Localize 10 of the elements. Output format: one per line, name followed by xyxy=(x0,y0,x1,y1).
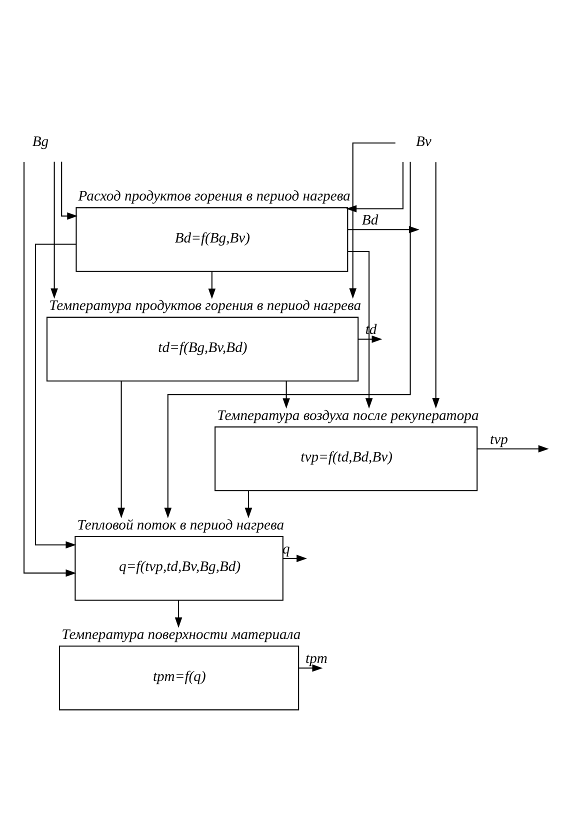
node-text: Bg xyxy=(32,134,49,150)
node-text: Bv xyxy=(416,134,432,150)
node-label: Расход продуктов горения в период нагрева xyxy=(78,188,350,205)
edge-label: tpm xyxy=(306,651,328,668)
edge-label: Bd xyxy=(362,212,378,229)
node-label: Температура продуктов горения в период нагрева xyxy=(49,298,362,314)
edge-label: tvp xyxy=(490,432,508,448)
node-label: Тепловой поток в период нагрева xyxy=(77,517,284,534)
node-label: Температура поверхности материала xyxy=(62,627,301,644)
node-label: Температура воздуха после рекуператора xyxy=(217,408,479,424)
